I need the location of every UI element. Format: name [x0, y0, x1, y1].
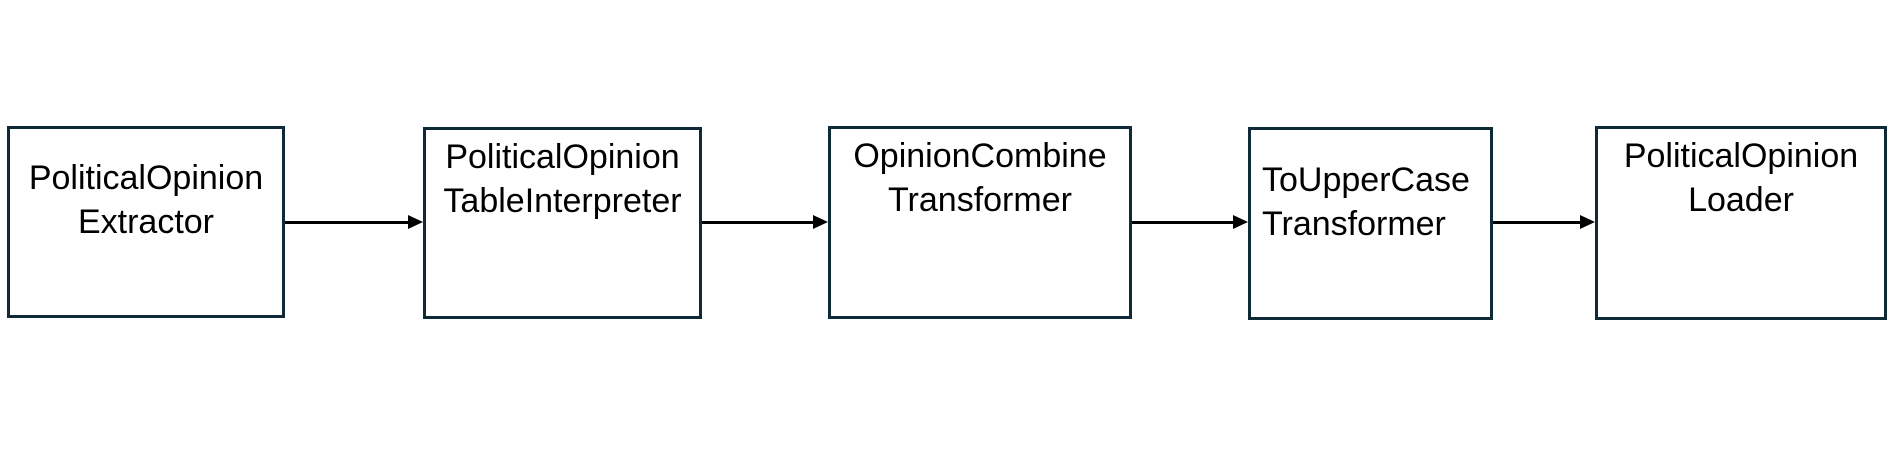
arrow-line [285, 221, 410, 224]
arrowhead-right-icon [1580, 215, 1595, 229]
node-touppercase-transformer: ToUpperCase Transformer [1248, 127, 1493, 320]
node-label: PoliticalOpinion Extractor [28, 159, 264, 241]
arrowhead-right-icon [1233, 215, 1248, 229]
node-label: PoliticalOpinion Loader [1623, 137, 1859, 219]
arrow-touppercase-to-loader [1493, 214, 1595, 231]
arrow-opinioncombine-to-touppercase [1132, 214, 1248, 231]
arrow-tableinterpreter-to-opinioncombine [702, 214, 828, 231]
arrow-line [702, 221, 815, 224]
arrow-extractor-to-tableinterpreter [285, 214, 423, 231]
node-label: PoliticalOpinion TableInterpreter [443, 138, 682, 220]
node-politicalopinion-tableinterpreter: PoliticalOpinion TableInterpreter [423, 127, 702, 319]
arrowhead-right-icon [408, 215, 423, 229]
arrowhead-right-icon [813, 215, 828, 229]
node-politicalopinion-loader: PoliticalOpinion Loader [1595, 126, 1887, 320]
node-label: ToUpperCase Transformer [1262, 161, 1470, 243]
node-politicalopinion-extractor: PoliticalOpinion Extractor [7, 126, 285, 318]
node-opinioncombine-transformer: OpinionCombine Transformer [828, 126, 1132, 319]
node-label: OpinionCombine Transformer [853, 137, 1107, 219]
arrow-line [1132, 221, 1235, 224]
arrow-line [1493, 221, 1582, 224]
